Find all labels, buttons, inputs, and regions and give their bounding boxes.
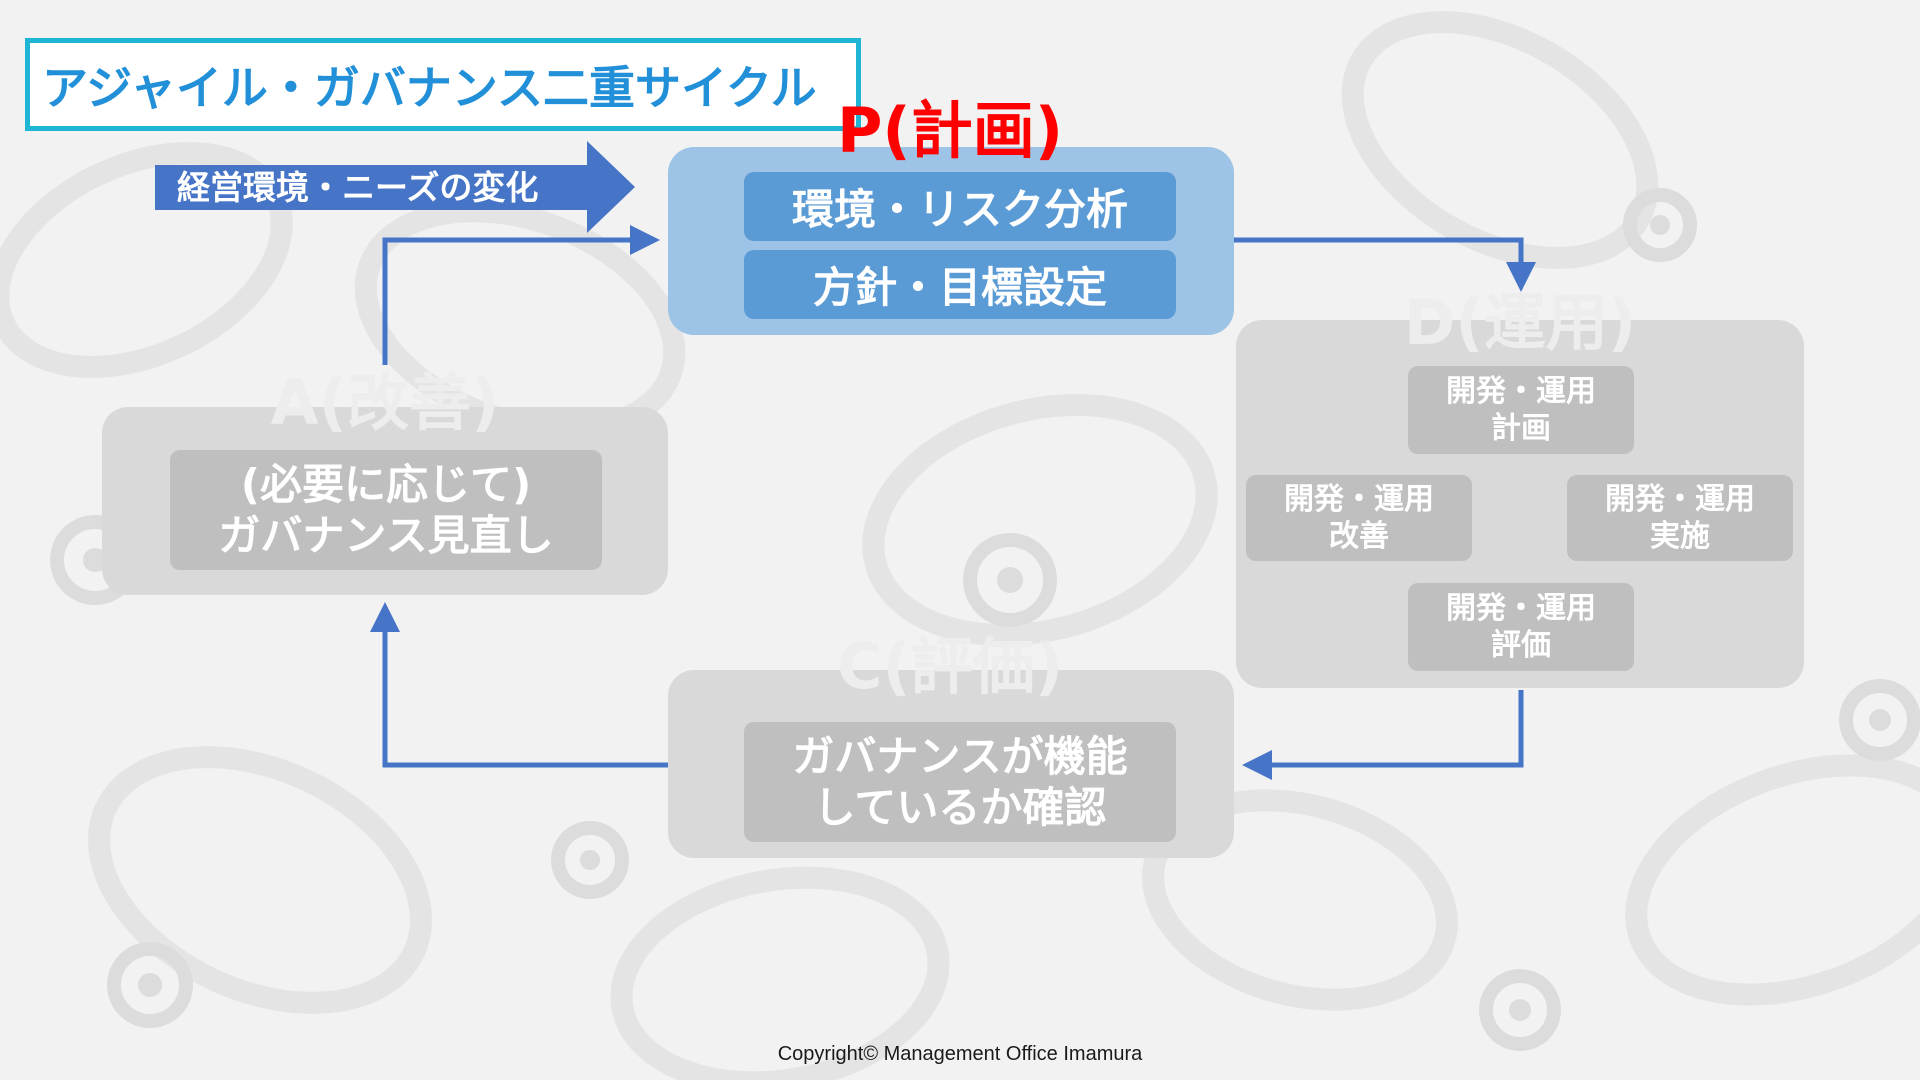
act-item: (必要に応じて) ガバナンス見直し [170, 450, 602, 570]
do-cycle-evaluate-line-1: 開発・運用 [1446, 590, 1596, 626]
copyright-notice: Copyright© Management Office Imamura [777, 1043, 1143, 1065]
environment-change-label: 経営環境・ニーズの変化 [177, 168, 539, 207]
check-item: ガバナンスが機能 しているか確認 [744, 722, 1176, 842]
plan-item-risk-analysis: 環境・リスク分析 [744, 172, 1176, 241]
plan-phase-label: P(計画) [836, 94, 1064, 167]
page-title: アジャイル・ガバナンス二重サイクル [25, 38, 861, 131]
act-phase-label: A(改善) [270, 366, 500, 439]
plan-item-goal-setting: 方針・目標設定 [744, 250, 1176, 319]
arrow-check-to-act [370, 602, 668, 768]
act-line-2: ガバナンス見直し [218, 511, 554, 560]
environment-change-arrow: 経営環境・ニーズの変化 [155, 141, 635, 233]
do-cycle-plan: 開発・運用 計画 [1408, 366, 1634, 454]
do-cycle-evaluate-line-2: 評価 [1491, 628, 1551, 663]
do-cycle-execute: 開発・運用 実施 [1567, 475, 1793, 561]
do-cycle-improve-line-1: 開発・運用 [1284, 481, 1434, 517]
do-cycle-improve: 開発・運用 改善 [1246, 475, 1472, 561]
do-phase-label: D(運用) [1403, 286, 1637, 359]
arrow-head-icon [587, 141, 635, 233]
do-cycle-execute-line-1: 開発・運用 [1605, 481, 1755, 517]
do-cycle-plan-line-2: 計画 [1491, 411, 1551, 446]
arrow-shaft [155, 165, 590, 210]
arrow-plan-to-do [1234, 237, 1536, 292]
do-cycle-plan-line-1: 開発・運用 [1446, 373, 1596, 409]
do-cycle-execute-line-2: 実施 [1650, 519, 1710, 554]
act-line-1: (必要に応じて) [240, 459, 532, 509]
check-line-1: ガバナンスが機能 [792, 731, 1128, 781]
check-line-2: しているか確認 [813, 783, 1107, 832]
do-cycle-evaluate: 開発・運用 評価 [1408, 583, 1634, 671]
arrow-act-to-plan [382, 225, 660, 365]
check-phase-label: C(評価) [836, 630, 1064, 703]
do-cycle-improve-line-2: 改善 [1329, 519, 1389, 554]
arrow-do-to-check [1242, 690, 1524, 780]
